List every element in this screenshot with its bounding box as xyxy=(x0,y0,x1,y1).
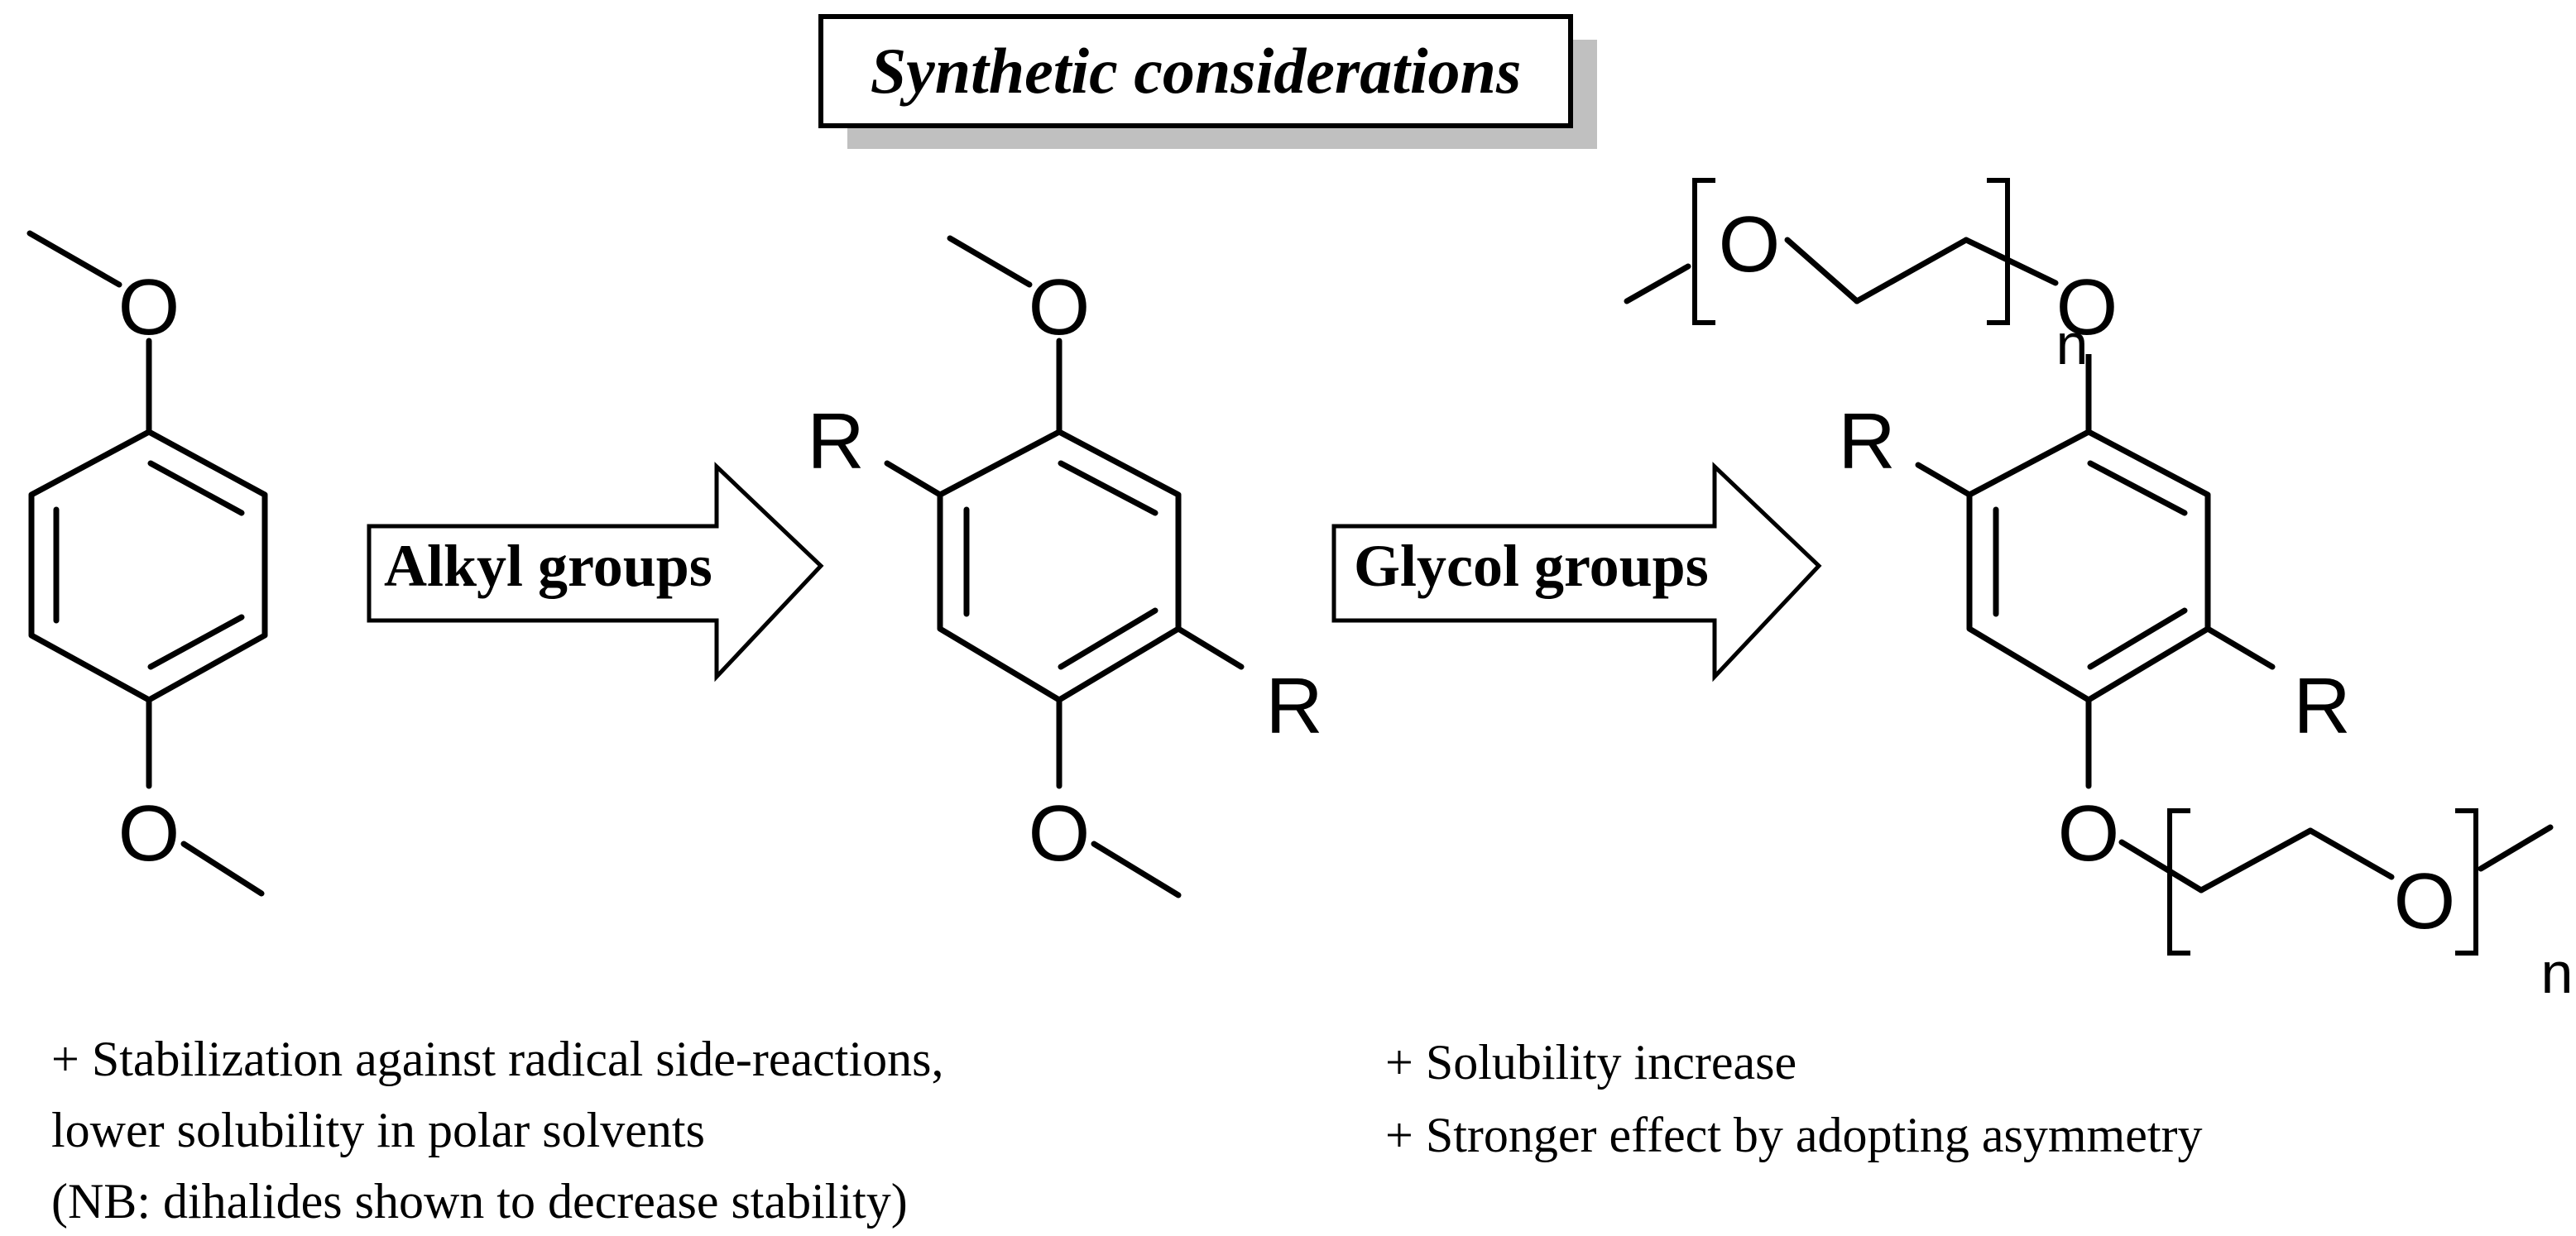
methyl-bond xyxy=(1624,263,1691,304)
title: Synthetic considerations xyxy=(871,35,1522,107)
note-line: + Solubility increase xyxy=(1385,1035,1796,1090)
r-bond xyxy=(2204,625,2276,670)
oxygen-atom: O xyxy=(2058,789,2120,878)
double-bond xyxy=(2087,607,2188,670)
note-line: + Stronger effect by adopting asymmetry xyxy=(1385,1108,2202,1162)
oxygen-atom: O xyxy=(1719,200,1781,289)
double-bond xyxy=(1058,460,1158,516)
notes-left: + Stabilization against radical side-rea… xyxy=(51,1032,943,1229)
molecule-dialkyl-glycol-benzene: R R O O n O O n xyxy=(1624,178,2574,1005)
r-bond xyxy=(1175,625,1245,670)
arrow-label-alkyl: Alkyl groups xyxy=(384,533,712,599)
methyl-bond xyxy=(180,841,265,897)
arrow-label-glycol: Glycol groups xyxy=(1354,533,1709,599)
double-bond xyxy=(147,460,245,516)
title-frame xyxy=(818,14,1573,128)
oxygen-atom: O xyxy=(2056,263,2118,352)
repeat-bracket-close xyxy=(2455,808,2478,956)
r-group: R xyxy=(1265,662,1322,750)
oxygen-atom: O xyxy=(118,789,180,878)
r-bond xyxy=(884,460,943,498)
arrow-alkyl: Alkyl groups xyxy=(367,462,824,683)
oxygen-atom: O xyxy=(2394,857,2456,946)
benzene-ring xyxy=(937,429,1182,703)
molecule-dialkyl-dimethoxybenzene: O R R O xyxy=(807,235,1323,898)
repeat-count: n xyxy=(2056,312,2089,376)
arrow-glycol: Glycol groups xyxy=(1331,462,1822,683)
note-line: lower solubility in polar solvents xyxy=(51,1103,705,1157)
repeat-bracket-open xyxy=(1692,178,1715,325)
r-group: R xyxy=(2293,662,2350,750)
benzene-ring xyxy=(28,429,268,703)
oxygen-atom: O xyxy=(1029,789,1091,878)
double-bond xyxy=(1058,607,1158,670)
r-bond xyxy=(1915,462,1973,498)
glycol-bond xyxy=(2307,827,2395,880)
oxygen-atom: O xyxy=(118,263,180,352)
methyl-bond xyxy=(26,230,122,288)
notes-right: + Solubility increase + Stronger effect … xyxy=(1385,1035,2202,1162)
double-bond xyxy=(2087,460,2188,516)
methyl-bond xyxy=(947,235,1033,288)
methyl-bond xyxy=(2478,824,2554,872)
note-line: + Stabilization against radical side-rea… xyxy=(51,1032,943,1086)
oxygen-atom: O xyxy=(1029,263,1091,352)
r-group: R xyxy=(1838,397,1895,486)
methyl-bond xyxy=(1091,841,1182,898)
glycol-bond xyxy=(2118,839,2204,893)
repeat-bracket-close xyxy=(1987,178,2010,325)
note-line: (NB: dihalides shown to decrease stabili… xyxy=(51,1174,908,1229)
glycol-bond xyxy=(1963,237,2059,286)
glycol-bond xyxy=(1854,237,1969,304)
arrow-shape xyxy=(1331,462,1822,683)
repeat-bracket-open xyxy=(2167,808,2190,956)
double-bond xyxy=(147,614,245,670)
molecule-dimethoxybenzene: O O xyxy=(26,230,268,897)
benzene-ring xyxy=(1966,429,2211,703)
r-group: R xyxy=(807,397,864,486)
label-clear xyxy=(2049,324,2123,354)
glycol-bond xyxy=(2198,827,2314,893)
repeat-count: n xyxy=(2541,941,2574,1005)
arrow-shape xyxy=(367,462,824,683)
title-box: Synthetic considerations xyxy=(818,14,1597,149)
glycol-bond xyxy=(1784,237,1860,304)
